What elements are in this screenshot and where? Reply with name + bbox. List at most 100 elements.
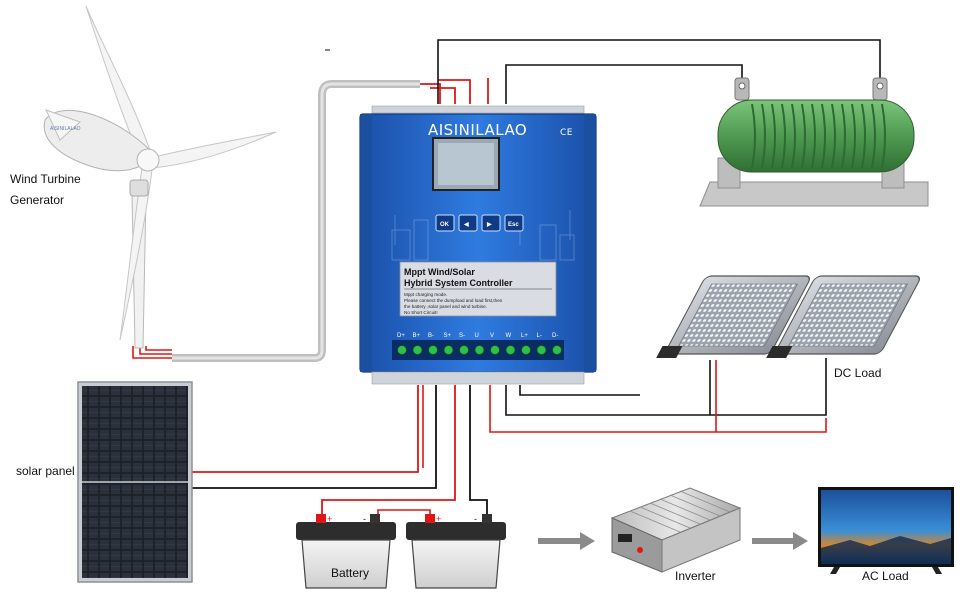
turbine-tail-fin bbox=[45, 109, 81, 141]
terminal-screws bbox=[397, 345, 562, 355]
controller-bottom-bracket bbox=[371, 371, 585, 385]
turbine-yaw bbox=[129, 179, 149, 197]
terminal-label-9: L- bbox=[537, 333, 542, 339]
wind-turbine-label-line1: Wind Turbine bbox=[10, 172, 81, 186]
turbine-lead-red-2 bbox=[139, 346, 172, 355]
resistor-coil-3 bbox=[781, 103, 786, 169]
turbine-brand-mark: AISINILALAO bbox=[50, 126, 81, 132]
battery-1: + - bbox=[296, 514, 396, 589]
resistor-coils bbox=[751, 103, 886, 169]
terminal-screw-4[interactable] bbox=[459, 345, 469, 355]
arrow-battery-to-inverter bbox=[538, 532, 595, 550]
resistor-coil-12 bbox=[871, 103, 876, 169]
dump-load-resistor bbox=[699, 77, 929, 207]
turbine-blade-down bbox=[119, 167, 153, 341]
street-lamp-2 bbox=[766, 275, 921, 358]
terminal-label-2: B- bbox=[428, 333, 434, 339]
turbine-wire-u bbox=[420, 83, 441, 104]
flow-arrows bbox=[538, 532, 808, 550]
inverter bbox=[610, 487, 742, 573]
battery-2-negative bbox=[482, 514, 492, 523]
turbine-cable-highlight bbox=[172, 82, 420, 360]
dumpload-wire-black-inner bbox=[505, 64, 743, 104]
terminal-label-7: W bbox=[506, 333, 512, 339]
inverter-led bbox=[637, 547, 643, 553]
wiring bbox=[132, 39, 881, 516]
street-lamp-1 bbox=[656, 275, 811, 358]
ce-mark: CE bbox=[560, 128, 573, 138]
batteries: + - + - bbox=[296, 514, 506, 589]
resistor-coil-4 bbox=[791, 103, 796, 169]
terminal-screw-1[interactable] bbox=[412, 345, 423, 355]
terminal-label-1: B+ bbox=[413, 333, 421, 339]
dcload-wire-black-1 bbox=[519, 385, 640, 396]
controller-title-line2: Hybrid System Controller bbox=[404, 278, 513, 288]
battery-2-positive bbox=[425, 514, 435, 523]
resistor-coil-2 bbox=[771, 103, 776, 169]
battery-1-negative bbox=[370, 514, 380, 523]
terminal-label-0: D+ bbox=[397, 333, 405, 339]
left-button-label: ◀ bbox=[463, 221, 469, 228]
esc-button[interactable] bbox=[504, 214, 524, 232]
controller-brand: AISINILALAO bbox=[428, 121, 527, 139]
right-button[interactable] bbox=[481, 214, 501, 232]
dc-load-label: DC Load bbox=[834, 366, 881, 380]
solar-wire-black bbox=[192, 385, 437, 489]
terminal-label-3: S+ bbox=[444, 333, 452, 339]
esc-button-label: Esc bbox=[508, 222, 519, 228]
controller-decor bbox=[391, 210, 575, 261]
battery-2-plus-mark: + bbox=[436, 514, 441, 524]
turbine-lead-red-1 bbox=[132, 346, 172, 359]
arrow-inverter-to-tv bbox=[752, 532, 808, 550]
resistor-coil-13 bbox=[881, 103, 886, 169]
tv bbox=[818, 487, 954, 574]
controller-top-bracket bbox=[371, 105, 585, 114]
turbine-wire-v bbox=[430, 87, 456, 104]
controller-left-fin bbox=[360, 114, 372, 372]
controller-note-line2: Please connect the dumpload and load fir… bbox=[404, 298, 503, 303]
turbine-hub bbox=[136, 148, 160, 172]
controller-note-line3: the battery ,solar panel and wind turbin… bbox=[404, 304, 487, 309]
resistor-coil-0 bbox=[751, 103, 756, 169]
resistor-coil-11 bbox=[861, 103, 866, 169]
terminal-label-4: S- bbox=[459, 333, 465, 339]
controller-note-line1: Mppt charging mode. bbox=[404, 292, 447, 297]
inverter-display bbox=[618, 534, 632, 542]
dc-load-lamps bbox=[656, 275, 921, 358]
terminal-screw-2[interactable] bbox=[428, 345, 438, 355]
dumpload-wire-black-outer bbox=[437, 39, 881, 104]
terminal-screw-8[interactable] bbox=[521, 345, 531, 355]
turbine-blade-right bbox=[149, 131, 277, 169]
left-button[interactable] bbox=[458, 214, 478, 232]
controller-buttons: OK ◀ ▶ Esc bbox=[435, 214, 524, 232]
ok-button[interactable] bbox=[435, 214, 455, 232]
battery-2-minus-mark: - bbox=[474, 514, 477, 524]
resistor-coil-6 bbox=[811, 103, 816, 169]
hybrid-controller: AISINILALAO CE OK ◀ ▶ Esc Mppt Wind/Sola… bbox=[359, 105, 597, 385]
wind-turbine-label-line2: Generator bbox=[10, 193, 64, 207]
inverter-label: Inverter bbox=[675, 569, 716, 583]
terminal-screw-9[interactable] bbox=[536, 345, 547, 355]
terminal-screw-10[interactable] bbox=[552, 345, 562, 355]
controller-lcd-screen bbox=[438, 143, 494, 185]
resistor-coil-5 bbox=[801, 103, 806, 169]
terminal-screw-0[interactable] bbox=[397, 345, 407, 355]
battery-1-positive bbox=[316, 514, 326, 523]
solar-panel-label: solar panel bbox=[16, 464, 75, 478]
controller-right-fin bbox=[584, 114, 596, 372]
terminal-label-10: D- bbox=[552, 333, 558, 339]
terminal-screw-6[interactable] bbox=[490, 345, 500, 355]
battery-wire-red bbox=[321, 385, 456, 515]
turbine-blade-up bbox=[85, 5, 151, 159]
resistor-coil-7 bbox=[821, 103, 826, 169]
terminal-screw-7[interactable] bbox=[505, 345, 516, 355]
wind-turbine: AISINILALAO bbox=[43, 5, 277, 349]
resistor-stand bbox=[699, 181, 929, 207]
terminal-screw-3[interactable] bbox=[443, 345, 454, 355]
battery-1-minus-mark: - bbox=[363, 514, 366, 524]
solar-panel bbox=[77, 381, 193, 583]
terminal-screw-5[interactable] bbox=[474, 345, 485, 355]
